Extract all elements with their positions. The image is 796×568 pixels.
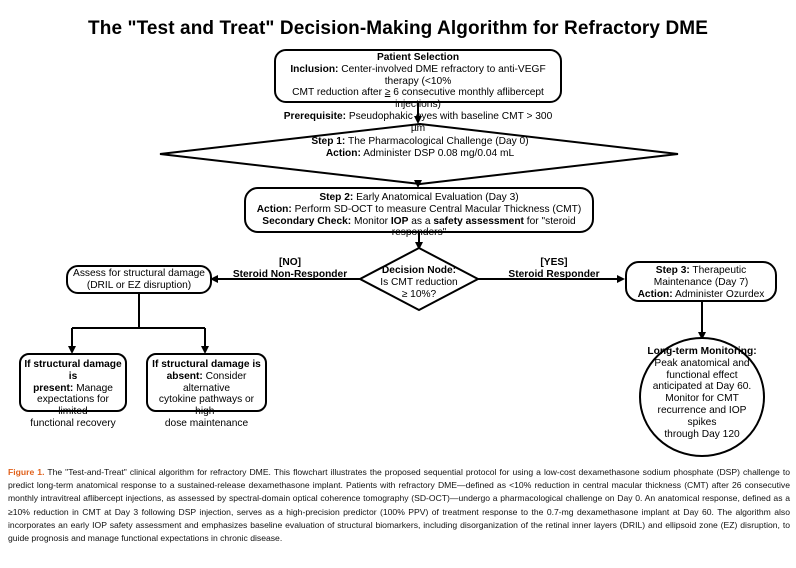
figure-label: Figure 1.	[8, 467, 45, 477]
patient-selection-box: Patient Selection Inclusion: Center-invo…	[274, 49, 562, 134]
damage-present-box: If structural damage is present: Manage …	[19, 353, 127, 429]
step1-text: Step 1: The Pharmacological Challenge (D…	[311, 136, 529, 159]
assess-structural-damage-box: Assess for structural damage (DRIL or EZ…	[66, 265, 212, 294]
yes-branch-label: [YES] Steroid Responder	[508, 257, 600, 280]
flowchart-connectors	[68, 103, 765, 457]
step2-box: Step 2: Early Anatomical Evaluation (Day…	[244, 187, 594, 238]
patient-selection-heading: Patient Selection	[376, 52, 460, 63]
caption-text: The "Test-and-Treat" clinical algorithm …	[8, 467, 790, 544]
damage-absent-box: If structural damage is absent: Consider…	[146, 353, 267, 429]
decision-node-text: Decision Node: Is CMT reduction ≥ 10%?	[380, 265, 458, 300]
figure-caption: Figure 1. The "Test-and-Treat" clinical …	[8, 466, 790, 545]
no-branch-label: [NO] Steroid Non-Responder	[232, 257, 348, 280]
decision-diamond	[357, 246, 481, 312]
step3-box: Step 3: Therapeutic Maintenance (Day 7) …	[625, 261, 777, 302]
monitoring-ellipse	[639, 337, 765, 457]
diagram-title: The "Test and Treat" Decision-Making Alg…	[88, 18, 708, 39]
long-term-monitoring-text: Long-term Monitoring: Peak anatomical an…	[647, 346, 757, 440]
